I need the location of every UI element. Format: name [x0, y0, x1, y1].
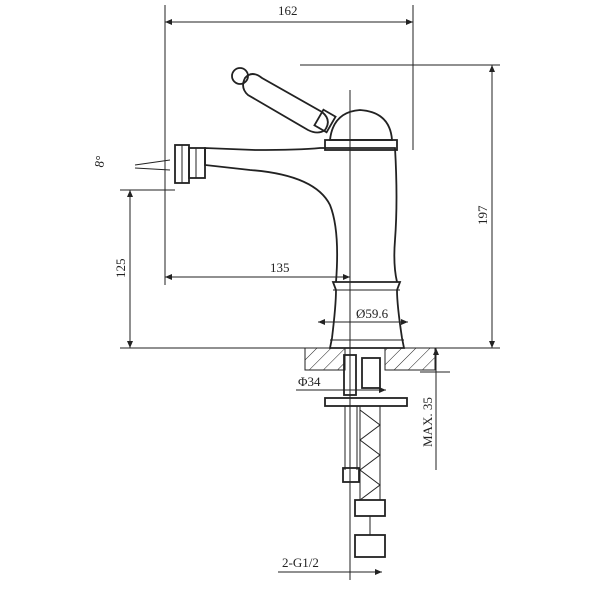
faucet-body [204, 109, 406, 349]
dim-angle-label: 8° [91, 154, 108, 168]
countertop-section [304, 347, 436, 371]
lever-handle [231, 67, 337, 134]
dim-spout-height-label: 125 [113, 259, 128, 279]
extension-lines [120, 5, 500, 580]
dim-base-label: Ø59.6 [356, 306, 389, 321]
dim-width-label: 162 [278, 3, 298, 18]
dim-reach-label: 135 [270, 260, 290, 275]
dim-shank-label: Φ34 [298, 374, 321, 389]
dim-connection-label: 2-G1/2 [282, 555, 319, 570]
dim-height-label: 197 [475, 205, 490, 225]
mounting-hardware [324, 354, 408, 483]
flexible-hose [354, 406, 386, 558]
aerator-nozzle [174, 144, 206, 184]
dim-counter-label: MAX. 35 [420, 397, 435, 447]
